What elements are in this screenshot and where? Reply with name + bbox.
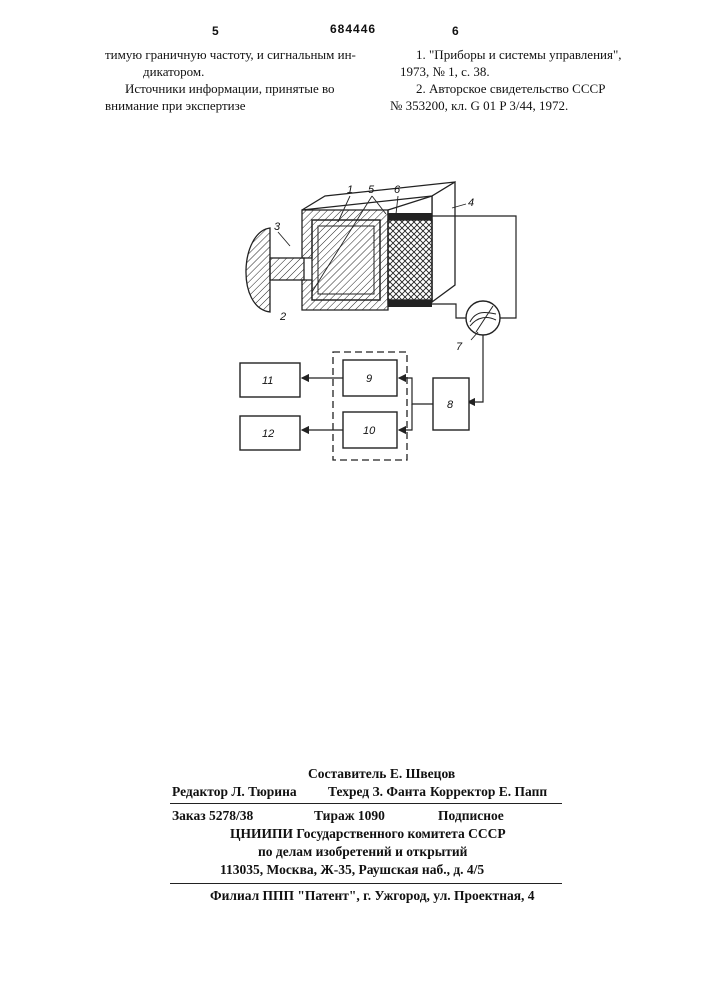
block-4-side	[432, 182, 455, 302]
techred-credit: Техред З. Фанта	[328, 784, 426, 800]
label-8: 8	[447, 399, 454, 411]
corrector-credit: Корректор Е. Папп	[430, 784, 547, 800]
institute: ЦНИИПИ Государственного комитета СССР	[230, 826, 506, 842]
contact-strip-top	[388, 213, 432, 220]
branch-address: Филиал ППП "Патент", г. Ужгород, ул. Про…	[210, 888, 535, 904]
divider	[170, 883, 562, 884]
address: 113035, Москва, Ж-35, Раушская наб., д. …	[220, 862, 484, 878]
element-6	[388, 220, 432, 300]
label-1: 1	[347, 184, 353, 196]
order-number: Заказ 5278/38	[172, 808, 253, 824]
label-4: 4	[468, 197, 474, 209]
editor-credit: Редактор Л. Тюрина	[172, 784, 297, 800]
label-11: 11	[262, 375, 273, 387]
department: по делам изобретений и открытий	[258, 844, 467, 860]
shaft-3	[270, 258, 304, 280]
label-9: 9	[366, 373, 372, 385]
circulation: Тираж 1090	[314, 808, 385, 824]
contact-strip-bottom	[388, 300, 432, 307]
magnet-1	[312, 220, 380, 300]
label-12: 12	[262, 428, 274, 440]
label-2: 2	[279, 311, 286, 323]
schematic-figure: 1 2 3 4 5 6 7 8 9 10 11 12	[0, 0, 707, 520]
wire-to-8	[468, 335, 483, 402]
divider	[170, 803, 562, 804]
subscription: Подписное	[438, 808, 504, 824]
mushroom-head	[246, 228, 270, 312]
wire-bottom	[432, 304, 466, 318]
label-10: 10	[363, 425, 376, 437]
label-7: 7	[456, 341, 463, 353]
label-3: 3	[274, 221, 281, 233]
label-5: 5	[368, 184, 375, 196]
compiler-line: Составитель Е. Швецов	[308, 766, 455, 782]
label-6: 6	[394, 184, 401, 196]
